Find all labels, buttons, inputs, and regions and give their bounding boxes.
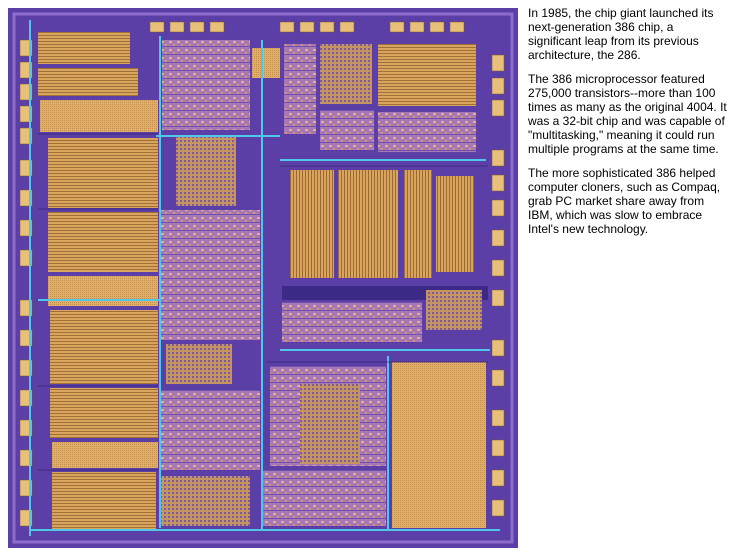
caption-text: In 1985, the chip giant launched its nex… (528, 6, 730, 246)
caption-paragraph-1: In 1985, the chip giant launched its nex… (528, 6, 714, 62)
top-bond-pads (149, 21, 465, 33)
chip-die-photo (8, 8, 518, 548)
interconnect-traces (29, 20, 500, 536)
right-bond-pads (491, 54, 505, 517)
caption-paragraph-3: The more sophisticated 386 helped comput… (528, 166, 721, 236)
caption-paragraph-2: The 386 microprocessor featured 275,000 … (528, 72, 727, 156)
chip-die-image (8, 8, 518, 548)
